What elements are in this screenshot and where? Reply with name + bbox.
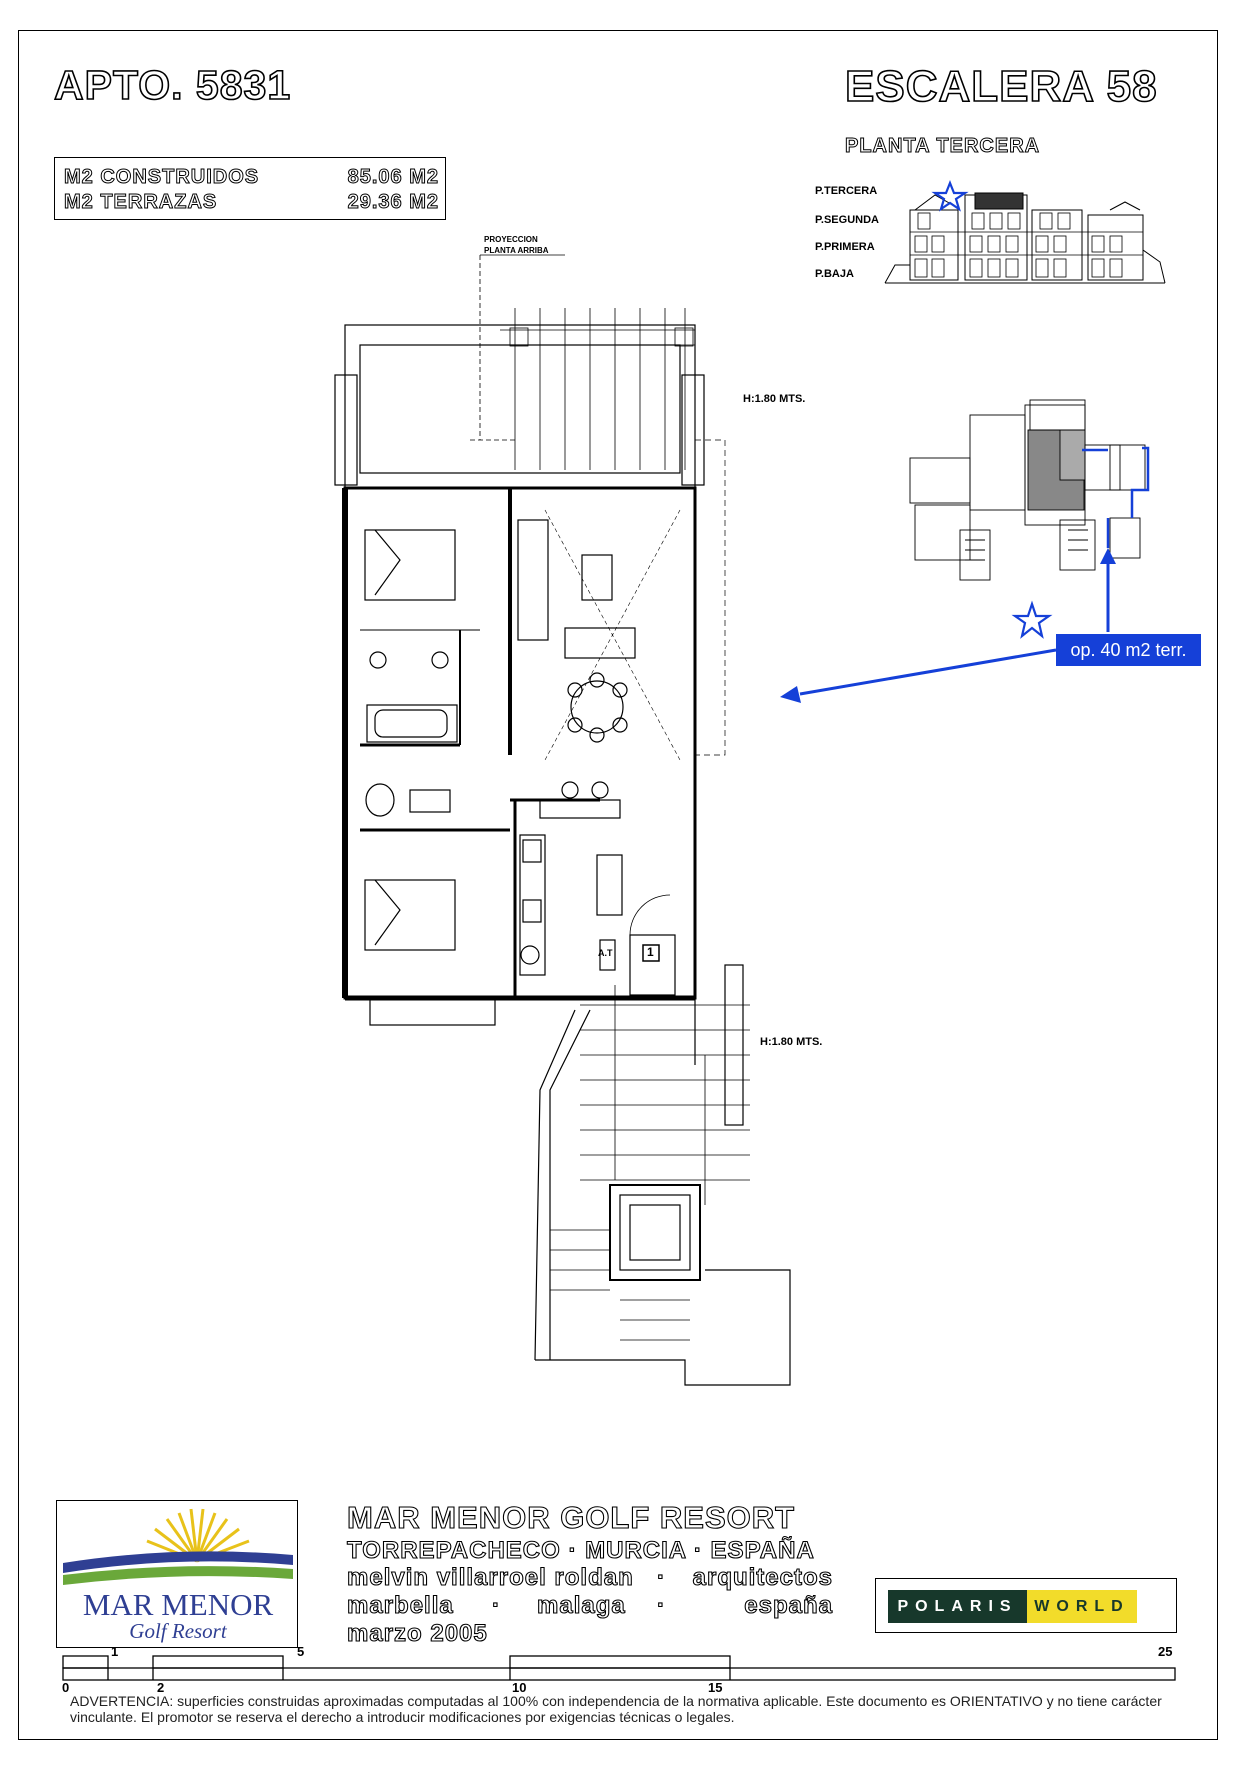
- callout-star-icon: [1011, 600, 1053, 639]
- floor-title: PLANTA TERCERA: [844, 135, 1041, 158]
- polaris-label: POLARIS: [888, 1590, 1027, 1623]
- level-third: P.TERCERA: [815, 185, 878, 197]
- terrace-callout: op. 40 m2 terr.: [1056, 634, 1201, 666]
- level-first: P.PRIMERA: [815, 241, 875, 253]
- key-plan: [909, 399, 1146, 581]
- city-sep-1: ·: [491, 1591, 501, 1619]
- scale-2: 2: [157, 1680, 165, 1695]
- mar-menor-logo: MAR MENOR Golf Resort: [56, 1500, 298, 1648]
- current-floor-star-icon: [931, 180, 969, 212]
- built-area-row: M2 CONSTRUIDOS 85.06 M2: [63, 166, 439, 192]
- disclaimer: ADVERTENCIA: superficies construidas apr…: [70, 1693, 1162, 1725]
- resort-name: MAR MENOR GOLF RESORT: [346, 1499, 796, 1535]
- projection-label-2: PLANTA ARRIBA: [484, 246, 549, 255]
- terrace-area-value: 29.36 M2: [347, 191, 439, 214]
- height-label-top: H:1.80 MTS.: [743, 393, 806, 405]
- city-sep-2: ·: [656, 1591, 666, 1619]
- resort-location: TORREPACHECO · MURCIA · ESPAÑA: [346, 1536, 815, 1564]
- architects-role: arquitectos: [692, 1563, 833, 1591]
- city-marbella: marbella: [346, 1591, 454, 1619]
- world-label: WORLD: [1027, 1590, 1137, 1623]
- built-area-value: 85.06 M2: [347, 166, 439, 189]
- at-label: A.T: [598, 948, 613, 958]
- scale-10: 10: [512, 1680, 527, 1695]
- scale-0: 0: [62, 1680, 70, 1695]
- date: marzo 2005: [346, 1619, 488, 1647]
- building-elevation: [884, 192, 1166, 284]
- height-label-bottom: H:1.80 MTS.: [760, 1036, 823, 1048]
- terrace-area-label: M2 TERRAZAS: [63, 191, 218, 214]
- scale-1: 1: [111, 1644, 119, 1659]
- stair-title: ESCALERA 58: [844, 61, 1158, 112]
- built-area-label: M2 CONSTRUIDOS: [63, 166, 260, 189]
- architects-name: melvin villarroel roldan: [346, 1563, 634, 1591]
- callout-arrows: [780, 548, 1116, 703]
- scale-15: 15: [708, 1680, 723, 1695]
- page-frame: [18, 30, 1218, 1740]
- country: españa: [744, 1591, 833, 1619]
- architects-line: melvin villarroel roldan · arquitectos: [346, 1563, 833, 1592]
- cities-line: marbella · malaga · españa: [346, 1591, 833, 1620]
- architects-sep: ·: [656, 1563, 666, 1591]
- scale-5: 5: [297, 1644, 305, 1659]
- apartment-title: APTO. 5831: [53, 61, 292, 109]
- terrace-area-row: M2 TERRAZAS 29.36 M2: [63, 191, 439, 217]
- projection-label-1: PROYECCION: [484, 235, 538, 244]
- sun-icon: [63, 1508, 293, 1585]
- level-second: P.SEGUNDA: [815, 214, 879, 226]
- level-ground: P.BAJA: [815, 268, 854, 280]
- key-plan-highlight: [1082, 446, 1150, 548]
- areas-box: M2 CONSTRUIDOS 85.06 M2 M2 TERRAZAS 29.3…: [54, 157, 446, 220]
- scale-25: 25: [1158, 1644, 1173, 1659]
- logo-name: MAR MENOR: [82, 1587, 274, 1622]
- polaris-world-logo: POLARIS WORLD: [875, 1578, 1177, 1633]
- unit-number: 1: [647, 945, 654, 959]
- city-malaga: malaga: [536, 1591, 626, 1619]
- logo-sub: Golf Resort: [129, 1619, 227, 1643]
- floor-plan: [334, 254, 791, 1386]
